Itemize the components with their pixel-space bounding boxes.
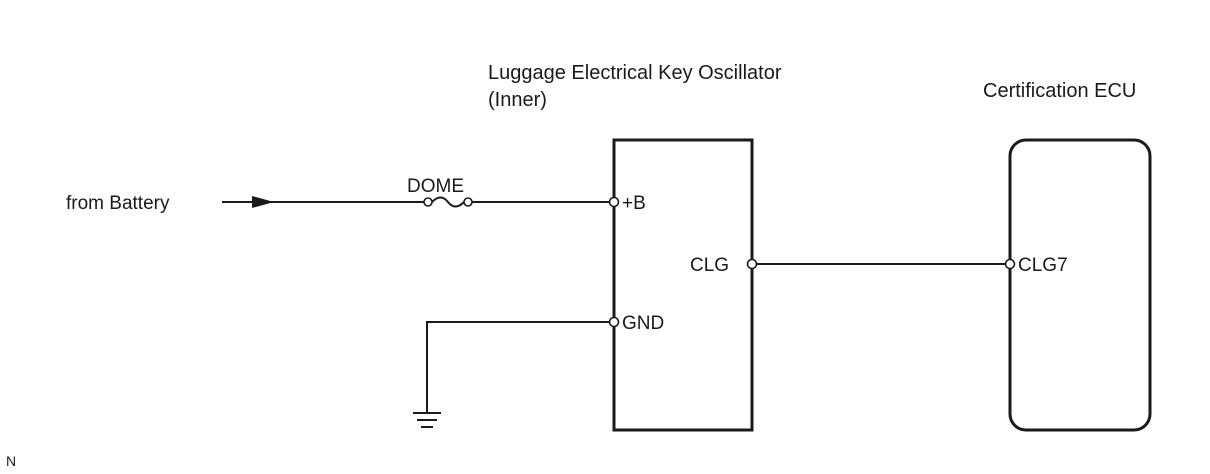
corner-code: N — [6, 453, 16, 469]
pin-clg7-label: CLG7 — [1018, 255, 1068, 276]
ground-icon — [413, 412, 441, 428]
arrow-right-icon — [252, 196, 274, 208]
pin-gnd-terminal — [608, 316, 620, 328]
ground-wire — [426, 321, 610, 412]
pin-b-terminal — [608, 196, 620, 208]
oscillator-title-line1: Luggage Electrical Key Oscillator — [488, 62, 782, 84]
pin-gnd-label: GND — [622, 313, 664, 334]
fuse-icon — [423, 196, 473, 208]
pin-clg-terminal — [746, 258, 758, 270]
ecu-title: Certification ECU — [983, 80, 1136, 102]
pin-clg7-terminal — [1004, 258, 1016, 270]
oscillator-box — [612, 138, 754, 432]
fuse-label: DOME — [407, 176, 464, 197]
source-label: from Battery — [66, 193, 170, 214]
pin-b-label: +B — [622, 193, 646, 214]
pin-clg-label: CLG — [690, 255, 729, 276]
ecu-box — [1008, 138, 1152, 432]
oscillator-title-line2: (Inner) — [488, 89, 547, 111]
